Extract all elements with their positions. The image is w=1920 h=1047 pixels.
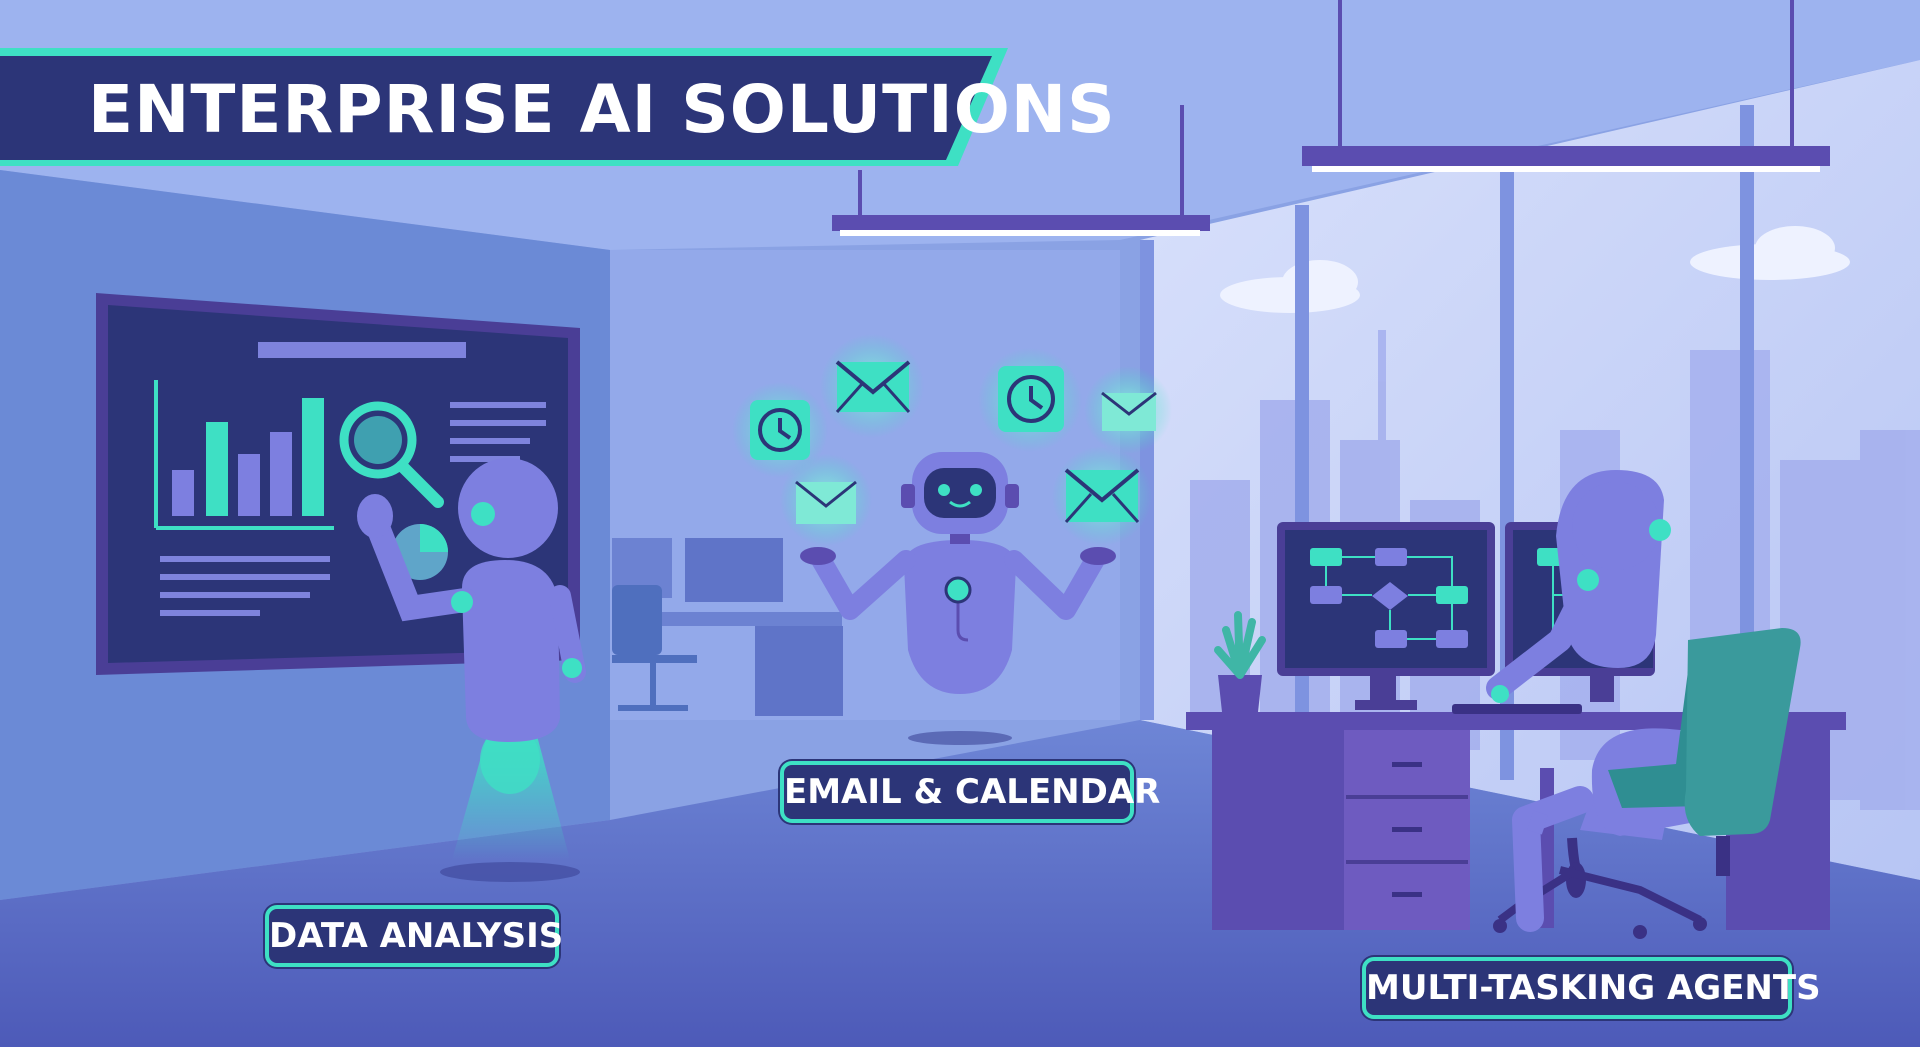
board-header-bar: [258, 342, 466, 358]
bar-chart-icon: [154, 380, 334, 530]
text-lines: [160, 402, 546, 616]
robot-multitasker: [1486, 470, 1801, 939]
robot-assistant: [800, 452, 1116, 745]
flowchart-icon: [1310, 548, 1468, 648]
plant: [1214, 611, 1266, 712]
robot-data-analyst: [357, 458, 586, 882]
clock-icon: [998, 366, 1064, 432]
envelope-icon: [795, 480, 857, 524]
data-analysis-label: DATA ANALYSIS: [265, 905, 563, 967]
magnifier-icon: [339, 401, 444, 508]
email-calendar-icons: [732, 334, 1172, 546]
page-title: ENTERPRISE AI SOLUTIONS: [88, 71, 1116, 148]
keyboard: [1452, 704, 1582, 714]
envelope-icon: [1064, 468, 1140, 523]
ceiling-lamp-center: [832, 105, 1210, 236]
envelope-icon: [835, 360, 911, 413]
envelope-icon: [1101, 391, 1157, 431]
email-calendar-label: EMAIL & CALENDAR: [780, 761, 1160, 823]
ceiling-lamp-right: [1302, 0, 1830, 172]
analytics-board: [96, 293, 580, 675]
background-desk: [612, 538, 843, 716]
clock-icon: [750, 400, 810, 460]
title-banner: [0, 48, 1008, 166]
multi-tasking-agents-label: MULTI-TASKING AGENTS: [1362, 957, 1821, 1019]
